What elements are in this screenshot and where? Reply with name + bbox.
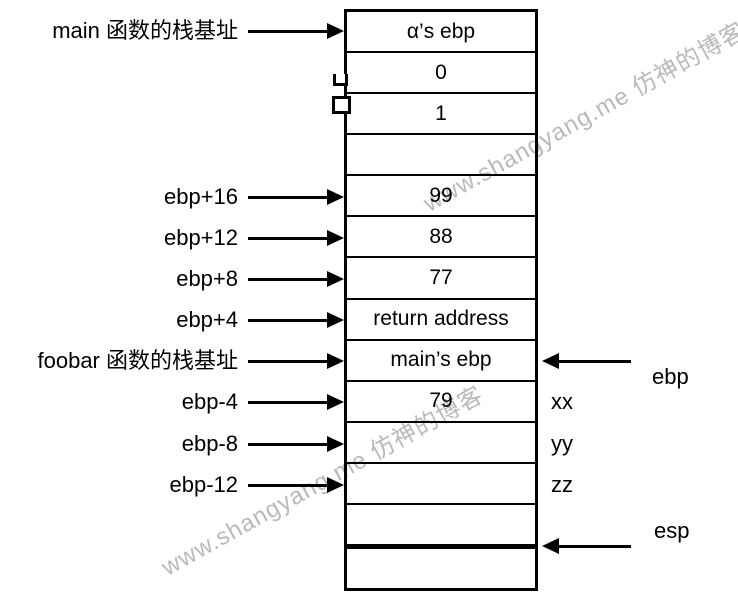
arrow-head [327,312,344,328]
arrow-head [327,477,344,493]
stack-cell-value: 99 [429,183,453,207]
pointer-label-main-base: main 函数的栈基址 [52,18,238,43]
stack-cell-value: 1 [435,101,447,125]
stack-cell-value: 79 [429,389,453,413]
side-label-yy: yy [551,431,573,456]
right-arrow-icon [248,353,344,369]
pointer-label-ebp-plus-12: ebp+12 [163,225,238,250]
stack-cell-value: 0 [435,60,447,84]
stack-cell-value: main’s ebp [390,348,492,372]
stack-cell-arg1: 1 [347,94,535,136]
arrow-shaft [248,236,327,240]
arrow-shaft [559,544,631,548]
pointer-label-ebp-minus-8: ebp-8 [181,431,238,456]
arrow-head [327,271,344,287]
arrow-shaft [248,359,327,363]
stack-cell-alpha-ebp: α’s ebp [347,12,535,54]
stack-cell-empty-esp [347,505,535,550]
stack-cell-param-77: 77 [347,258,535,300]
pointer-row-ebp-plus-8: ebp+8 [0,264,344,294]
stack-cell-param-99: 99 [347,176,535,218]
pointer-label-ebp-plus-4: ebp+4 [176,307,238,332]
stack-cell-bottom [347,549,535,588]
arrow-shaft [248,400,327,404]
arrow-head [542,538,559,554]
pointer-row-ebp-plus-16: ebp+16 [0,182,344,212]
pointer-row-main-base: main 函数的栈基址 [0,16,344,46]
right-arrow-icon [248,23,344,39]
pointer-label-ebp-minus-12: ebp-12 [169,472,238,497]
arrow-head [327,189,344,205]
handle-square-mark [332,96,351,114]
arrow-shaft [248,195,327,199]
handle-cup-mark [333,74,348,86]
stack-cell-arg0: 0 [347,53,535,95]
right-arrow-icon [248,312,344,328]
arrow-head [542,353,559,369]
arrow-head [327,436,344,452]
stack-cell-param-88: 88 [347,217,535,259]
pointer-row-ebp-minus-12: ebp-12 [0,470,344,500]
pointer-label-foobar-base: foobar 函数的栈基址 [37,348,239,373]
right-arrow-icon [248,230,344,246]
pointer-label-ebp-plus-16: ebp+16 [163,184,238,209]
side-label-zz: zz [551,472,573,497]
stack-cell-value: 77 [429,266,453,289]
pointer-row-ebp-minus-4: ebp-4 [0,387,344,417]
esp-left-arrow-icon [542,538,631,554]
pointer-label-ebp-minus-4: ebp-4 [181,389,238,414]
stack-cell-mains-ebp: main’s ebp [347,341,535,382]
pointer-row-foobar-base: foobar 函数的栈基址 [0,346,344,376]
arrow-head [327,394,344,410]
arrow-head [327,353,344,369]
stack-cell-value: 88 [429,224,453,248]
stack-cell-local-zz [347,464,535,505]
ebp-left-arrow-icon [542,353,631,369]
stack-cell-value: α’s ebp [406,19,476,43]
arrow-shaft [559,359,631,363]
arrow-shaft [248,318,327,322]
right-arrow-icon [248,477,344,493]
stack-cell-local-yy [347,423,535,464]
right-arrow-icon [248,271,344,287]
stack-cell-return-address: return address [347,300,535,341]
arrow-head [327,23,344,39]
arrow-shaft [248,442,327,446]
arrow-shaft [248,29,327,33]
pointer-label-ebp-plus-8: ebp+8 [176,266,238,291]
right-arrow-icon [248,394,344,410]
side-label-xx: xx [551,389,573,414]
stack-table: α’s ebp 0 1 99 88 77 return address main… [344,9,538,591]
pointer-row-ebp-minus-8: ebp-8 [0,429,344,459]
register-label-ebp: ebp [652,364,689,389]
pointer-row-ebp-plus-4: ebp+4 [0,305,344,335]
right-arrow-icon [248,189,344,205]
arrow-head [327,230,344,246]
right-arrow-icon [248,436,344,452]
stack-cell-value: return address [373,307,509,331]
arrow-shaft [248,483,327,487]
pointer-row-ebp-plus-12: ebp+12 [0,223,344,253]
register-label-esp: esp [654,518,690,543]
stack-cell-empty-1 [347,135,535,177]
stack-cell-local-xx: 79 [347,382,535,423]
arrow-shaft [248,277,327,281]
